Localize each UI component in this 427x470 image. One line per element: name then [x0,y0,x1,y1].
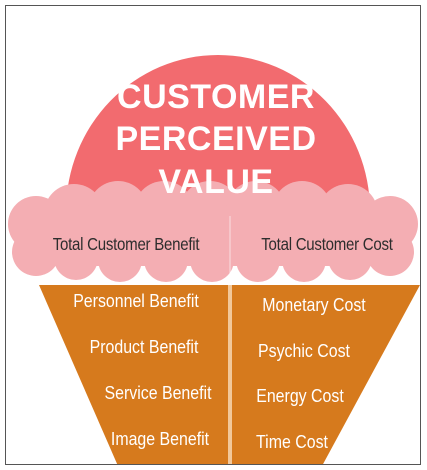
title-line-3: VALUE [158,163,274,201]
benefit-item: Personnel Benefit [73,290,199,311]
cost-item: Monetary Cost [262,294,366,315]
benefit-item: Image Benefit [110,428,210,449]
cost-item: Psychic Cost [258,340,350,361]
total-customer-benefit-label: Total Customer Benefit [52,234,200,254]
cost-item: Energy Cost [256,385,344,406]
ice-cream-cone-graphic [8,55,420,464]
cloud-band [8,181,418,282]
title-line-1: CUSTOMER [117,78,315,116]
total-customer-cost-label: Total Customer Cost [261,234,393,254]
benefit-item: Service Benefit [104,382,212,403]
title-line-2: PERCEIVED [115,120,317,158]
benefit-item: Product Benefit [89,336,199,357]
diagram-frame: CUSTOMER PERCEIVED VALUE Total Customer … [5,5,421,465]
cost-item: Time Cost [256,431,328,452]
value-scoop [66,55,370,212]
